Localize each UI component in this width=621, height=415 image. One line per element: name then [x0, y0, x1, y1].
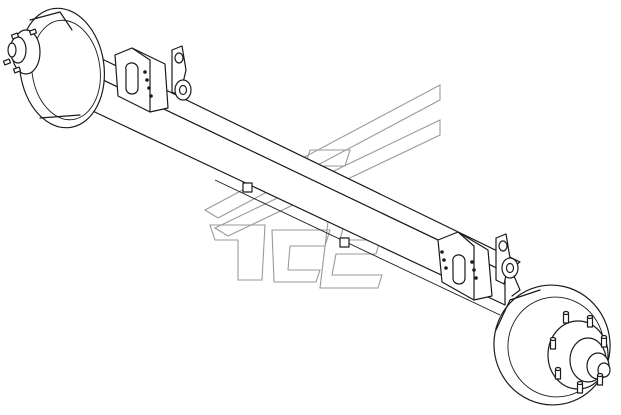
center-pad-left	[242, 182, 253, 193]
center-pads	[242, 182, 350, 248]
right-hub-with-studs	[547, 310, 611, 394]
left-spring-seat	[114, 47, 169, 113]
right-spring-seat	[437, 231, 493, 301]
axle-beam	[81, 57, 521, 316]
center-pad-right	[339, 237, 350, 248]
right-shackle-bracket	[495, 233, 521, 297]
left-shackle-bracket	[171, 45, 192, 101]
left-hub-cap	[2, 28, 41, 75]
wheel-studs	[549, 310, 608, 394]
left-brake-drum	[18, 7, 106, 129]
